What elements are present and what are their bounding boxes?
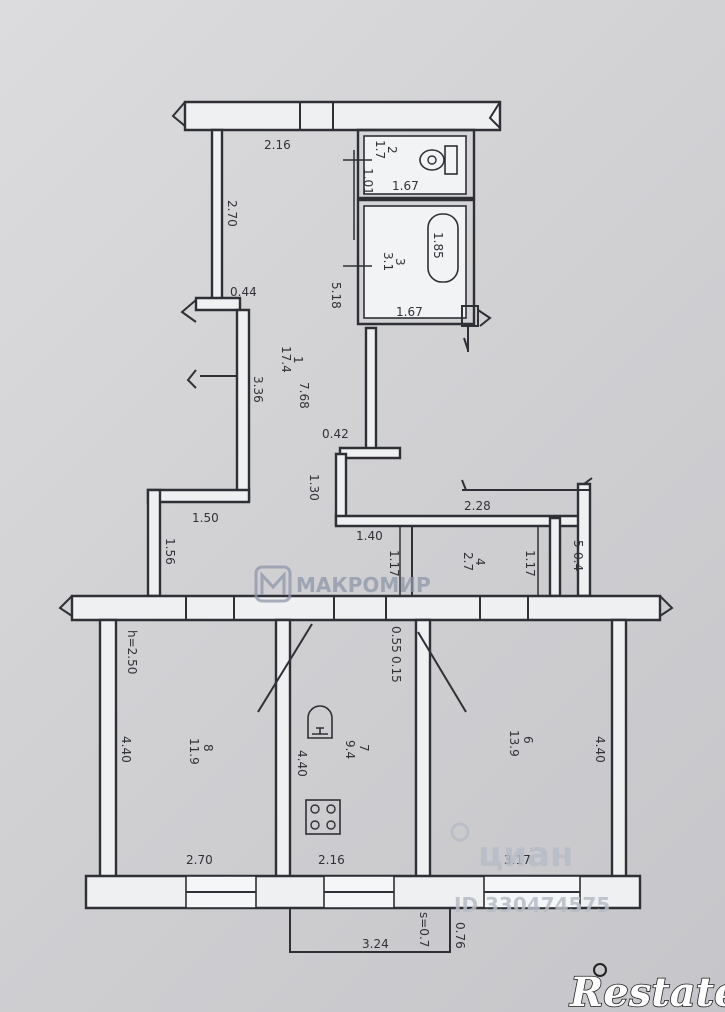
dim-balcony-area: s=0.7 (417, 912, 431, 947)
dim-bath: 1.85 (431, 232, 445, 259)
dim-wall-a: 0.55 (389, 626, 403, 653)
dim-step: 0.42 (322, 427, 349, 441)
room-5-area: 0.4 (571, 552, 585, 571)
dim-r1-len: 7.68 (297, 382, 311, 409)
room-7-num: 7 (357, 744, 371, 752)
bathtub-icon (427, 213, 459, 283)
room-4-area: 2.7 (461, 552, 475, 571)
room-3-area: 3.1 (381, 252, 395, 271)
dim-r4-depth: 1.17 (387, 550, 401, 577)
cian-watermark: циан ID 330474575 (450, 822, 610, 917)
toilet-icon (419, 145, 458, 175)
dim-r1-left-low: 3.36 (251, 376, 265, 403)
corridor-step (338, 446, 402, 460)
room-7-area: 9.4 (343, 740, 357, 759)
room-4-num: 4 (473, 558, 487, 566)
restate-text: Restate (569, 969, 725, 1012)
riser-break (461, 305, 492, 352)
wall-break-right (488, 101, 501, 129)
ventilation-icon (307, 705, 333, 739)
partition-8-7 (274, 618, 292, 880)
cian-id: ID 330474575 (454, 893, 610, 917)
dim-r7-width: 2.16 (318, 853, 345, 867)
room-2-area: 1.7 (373, 140, 387, 159)
right-break (461, 477, 593, 491)
wall-break-left (171, 101, 186, 127)
dim-r4-side: 1.17 (523, 550, 537, 577)
room-3-num: 3 (393, 258, 407, 266)
bath-wall (356, 198, 476, 326)
makromir-text: МАКРОМИР (296, 573, 431, 597)
room-6-num: 6 (521, 736, 535, 744)
dim-wall-b: 0.15 (389, 656, 403, 683)
room6-right-wall (610, 618, 628, 880)
corridor-wall-right (364, 326, 378, 452)
left-wall-jog (194, 296, 242, 312)
room-1-area: 17.4 (279, 346, 293, 373)
left-wall-upper (210, 128, 224, 302)
left-break (180, 299, 197, 323)
dim-r2-width: 1.67 (392, 179, 419, 193)
door-swing (257, 623, 313, 713)
corridor-bottom (334, 514, 584, 528)
room-8-area: 11.9 (187, 738, 201, 765)
left-wall-lower (235, 308, 251, 502)
cian-text: циан (478, 835, 573, 875)
room-1-num: 1 (291, 356, 305, 364)
dim-r2-depth: 1.01 (361, 168, 375, 195)
dim-height: h=2.50 (125, 630, 139, 674)
dim-hall-w: 1.50 (192, 511, 219, 525)
middle-wall (70, 594, 662, 622)
dim-jog: 0.44 (230, 285, 257, 299)
middle-break-left (58, 595, 73, 617)
middle-break-right (659, 595, 674, 617)
dim-r1-mid: 5.18 (329, 282, 343, 309)
room-6-area: 13.9 (507, 730, 521, 757)
corridor-step-down (334, 452, 348, 526)
partition-7-6 (414, 618, 432, 880)
room-8-num: 8 (201, 744, 215, 752)
dim-step-depth: 1.30 (307, 474, 321, 501)
dim-balcony: 3.24 (362, 937, 389, 951)
door-swing (417, 631, 467, 713)
dim-top: 2.16 (264, 138, 291, 152)
top-wall (183, 100, 502, 132)
dim-r4-width: 2.28 (464, 499, 491, 513)
dim-balcony-depth: 0.76 (453, 922, 467, 949)
dim-r8-depth: 4.40 (119, 736, 133, 763)
dim-r3-width: 1.67 (396, 305, 423, 319)
balcony (289, 908, 451, 953)
dim-hall-d: 1.56 (163, 538, 177, 565)
dim-corr-bottom: 1.40 (356, 529, 383, 543)
dim-r1-left-top: 2.70 (225, 200, 239, 227)
dim-r7-depth: 4.40 (295, 750, 309, 777)
room-5-num: 5 (571, 540, 585, 548)
room4-right (548, 516, 562, 598)
bath-room (363, 205, 467, 319)
hall-wall (146, 488, 251, 504)
stove-icon (305, 799, 341, 835)
room8-left-wall (98, 618, 118, 880)
left-break-2 (186, 369, 237, 389)
hall-left-wall (146, 488, 162, 598)
toilet-wall (356, 128, 476, 200)
room-2-num: 2 (385, 146, 399, 154)
makromir-logo: МАКРОМИР (254, 565, 431, 603)
dim-r6-depth: 4.40 (593, 736, 607, 763)
dim-r8-width: 2.70 (186, 853, 213, 867)
restate-logo: Restate (568, 963, 725, 1012)
dim-r6-width: 3.17 (504, 853, 531, 867)
